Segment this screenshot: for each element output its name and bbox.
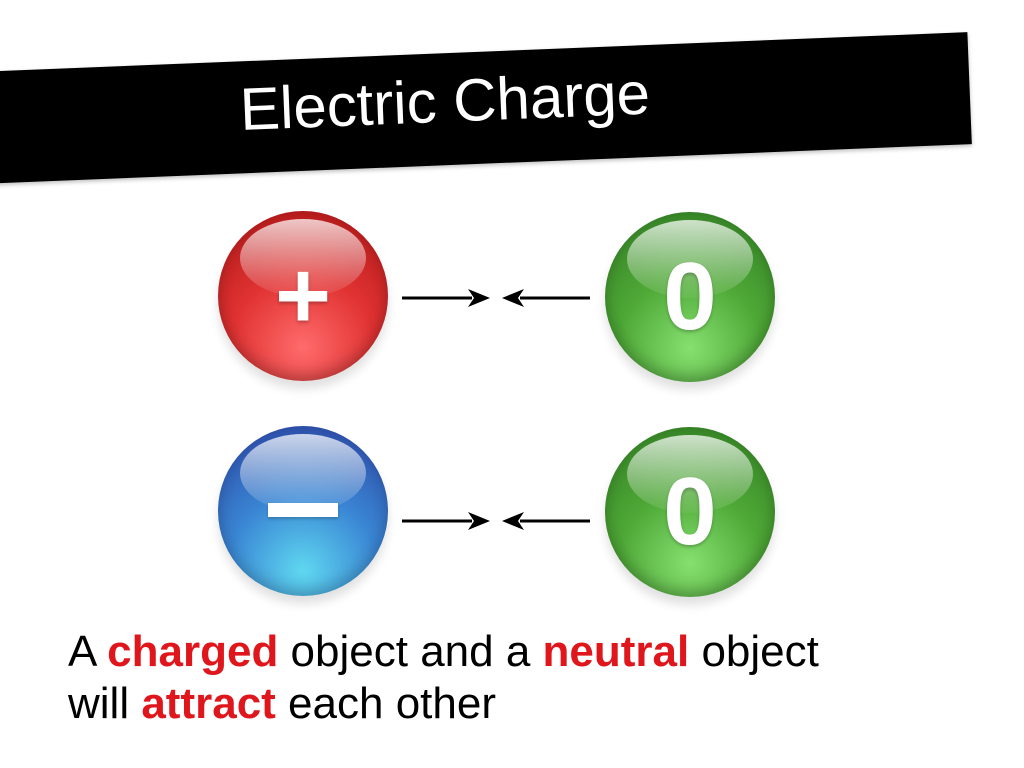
negative-symbol: [268, 503, 338, 517]
negative-charge-ball: –: [218, 426, 388, 596]
caption-text: each other: [275, 679, 496, 728]
ball-highlight: [627, 435, 753, 513]
caption-keyword-charged: charged: [107, 627, 279, 676]
caption-text: object and a: [278, 627, 543, 676]
arrow-left-icon: [502, 289, 590, 307]
caption-text: A: [68, 627, 108, 676]
neutral-symbol-top: 0: [663, 243, 717, 350]
arrow-left-icon: [502, 512, 590, 530]
ball-highlight: [240, 219, 366, 297]
neutral-ball-bottom: 0: [605, 427, 775, 597]
caption: A charged object and a neutral object wi…: [68, 626, 988, 730]
positive-charge-ball: +: [218, 211, 388, 381]
caption-text: will: [68, 679, 142, 728]
arrow-right-icon: [402, 289, 490, 307]
ball-highlight: [627, 220, 753, 298]
caption-keyword-attract: attract: [141, 679, 276, 728]
positive-symbol: +: [274, 242, 332, 349]
caption-text: object: [689, 627, 819, 676]
neutral-symbol-bottom: 0: [663, 458, 717, 565]
arrow-right-icon: [402, 512, 490, 530]
neutral-ball-top: 0: [605, 212, 775, 382]
caption-keyword-neutral: neutral: [542, 627, 690, 676]
ball-highlight: [240, 434, 366, 512]
